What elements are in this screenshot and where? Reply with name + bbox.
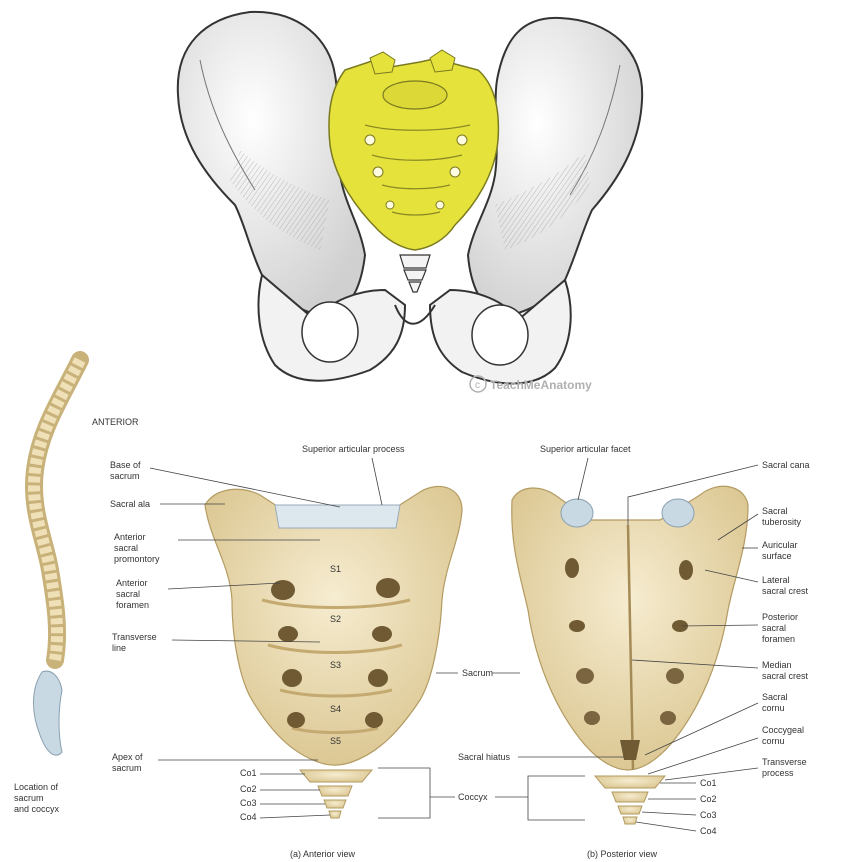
spine-caption-line2: sacrum	[14, 793, 44, 803]
label-transverse-line-2: line	[112, 643, 126, 653]
label-auricular-surface-1: Auricular	[762, 540, 798, 550]
level-s5: S5	[330, 736, 341, 746]
label-posterior-foramen-3: foramen	[762, 634, 795, 644]
right-ilium	[468, 18, 642, 318]
posterior-view-caption: (b) Posterior view	[587, 849, 658, 859]
label-coccygeal-cornu-1: Coccygeal	[762, 725, 804, 735]
label-post-co3: Co3	[700, 810, 717, 820]
spine-caption-line3: and coccyx	[14, 804, 60, 814]
level-s1: S1	[330, 564, 341, 574]
sacrum-coccyx-location	[34, 671, 63, 755]
label-anterior-foramen-2: sacral	[116, 589, 140, 599]
label-lateral-crest-2: sacral crest	[762, 586, 809, 596]
label-ant-co4: Co4	[240, 812, 257, 822]
label-sacral-canal: Sacral cana	[762, 460, 810, 470]
label-sacral-tuberosity-1: Sacral	[762, 506, 788, 516]
label-post-co2: Co2	[700, 794, 717, 804]
label-anterior-foramen-3: foramen	[116, 600, 149, 610]
label-ant-co3: Co3	[240, 798, 257, 808]
label-auricular-surface-2: surface	[762, 551, 792, 561]
label-sacral-cornu-2: cornu	[762, 703, 785, 713]
level-s3: S3	[330, 660, 341, 670]
label-sacral-tuberosity-2: tuberosity	[762, 517, 802, 527]
label-transverse-process-2: process	[762, 768, 794, 778]
label-post-co4: Co4	[700, 826, 717, 836]
label-apex-1: Apex of	[112, 752, 143, 762]
posterior-sacrum-drawing	[512, 486, 748, 824]
label-median-crest-1: Median	[762, 660, 792, 670]
right-obturator-foramen	[472, 305, 528, 365]
label-ant-co1: Co1	[240, 768, 257, 778]
label-coccygeal-cornu-2: cornu	[762, 736, 785, 746]
label-post-co1: Co1	[700, 778, 717, 788]
coccyx-small	[400, 255, 430, 292]
label-posterior-foramen-2: sacral	[762, 623, 786, 633]
label-apex-2: sacrum	[112, 763, 142, 773]
label-coccyx: Coccyx	[458, 792, 488, 802]
label-lateral-crest-1: Lateral	[762, 575, 790, 585]
label-sacral-cornu-1: Sacral	[762, 692, 788, 702]
label-superior-articular-process: Superior articular process	[302, 444, 405, 454]
spine-caption-line1: Location of	[14, 782, 59, 792]
label-sacral-ala: Sacral ala	[110, 499, 150, 509]
anterior-title: ANTERIOR	[92, 417, 139, 427]
label-sacrum: Sacrum	[462, 668, 493, 678]
pelvis-illustration: c TeachMeAnatomy	[178, 12, 642, 392]
label-base-of-sacrum-1: Base of	[110, 460, 141, 470]
svg-text:TeachMeAnatomy: TeachMeAnatomy	[490, 378, 592, 392]
spine-illustration	[34, 360, 81, 755]
label-sacral-hiatus: Sacral hiatus	[458, 752, 511, 762]
label-ant-co2: Co2	[240, 784, 257, 794]
svg-text:c: c	[475, 380, 480, 391]
label-anterior-promontory-2: sacral	[114, 543, 138, 553]
label-transverse-process-1: Transverse	[762, 757, 807, 767]
label-anterior-foramen-1: Anterior	[116, 578, 148, 588]
label-anterior-promontory-1: Anterior	[114, 532, 146, 542]
label-anterior-promontory-3: promontory	[114, 554, 160, 564]
label-posterior-foramen-1: Posterior	[762, 612, 798, 622]
label-superior-articular-facet: Superior articular facet	[540, 444, 631, 454]
label-median-crest-2: sacral crest	[762, 671, 809, 681]
label-base-of-sacrum-2: sacrum	[110, 471, 140, 481]
level-s4: S4	[330, 704, 341, 714]
left-obturator-foramen	[302, 302, 358, 362]
level-s2: S2	[330, 614, 341, 624]
label-transverse-line-1: Transverse	[112, 632, 157, 642]
anterior-view-caption: (a) Anterior view	[290, 849, 356, 859]
